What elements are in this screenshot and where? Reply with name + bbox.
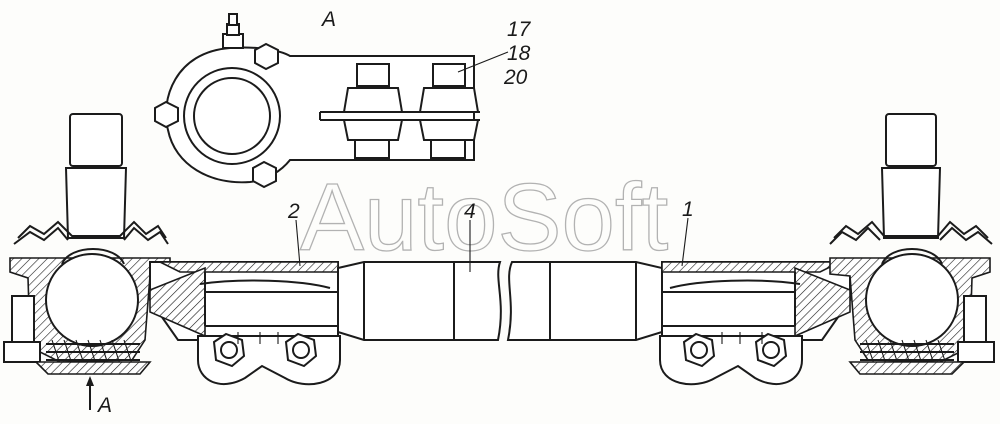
view-a-arrow-label: А [96, 394, 112, 417]
view-a-label: А [320, 8, 336, 31]
watermark: AutoSoft [300, 164, 668, 271]
right-ball-joint [829, 113, 995, 375]
leader-1 [681, 217, 689, 267]
left-tie-rod-end [149, 261, 341, 386]
left-ball-joint [3, 113, 171, 375]
callout-17: 17 [507, 18, 532, 41]
leader-2 [295, 219, 301, 267]
view-a-arrowhead [86, 376, 94, 386]
callout-20: 20 [503, 66, 528, 89]
rod [337, 261, 663, 341]
callout-4: 4 [464, 200, 476, 223]
right-tie-rod-end [659, 261, 851, 386]
callout-2: 2 [287, 200, 300, 223]
callout-1: 1 [682, 198, 694, 221]
view-a-detail [154, 13, 509, 189]
tie-rod-main-view [3, 113, 995, 410]
callout-18: 18 [507, 42, 531, 65]
